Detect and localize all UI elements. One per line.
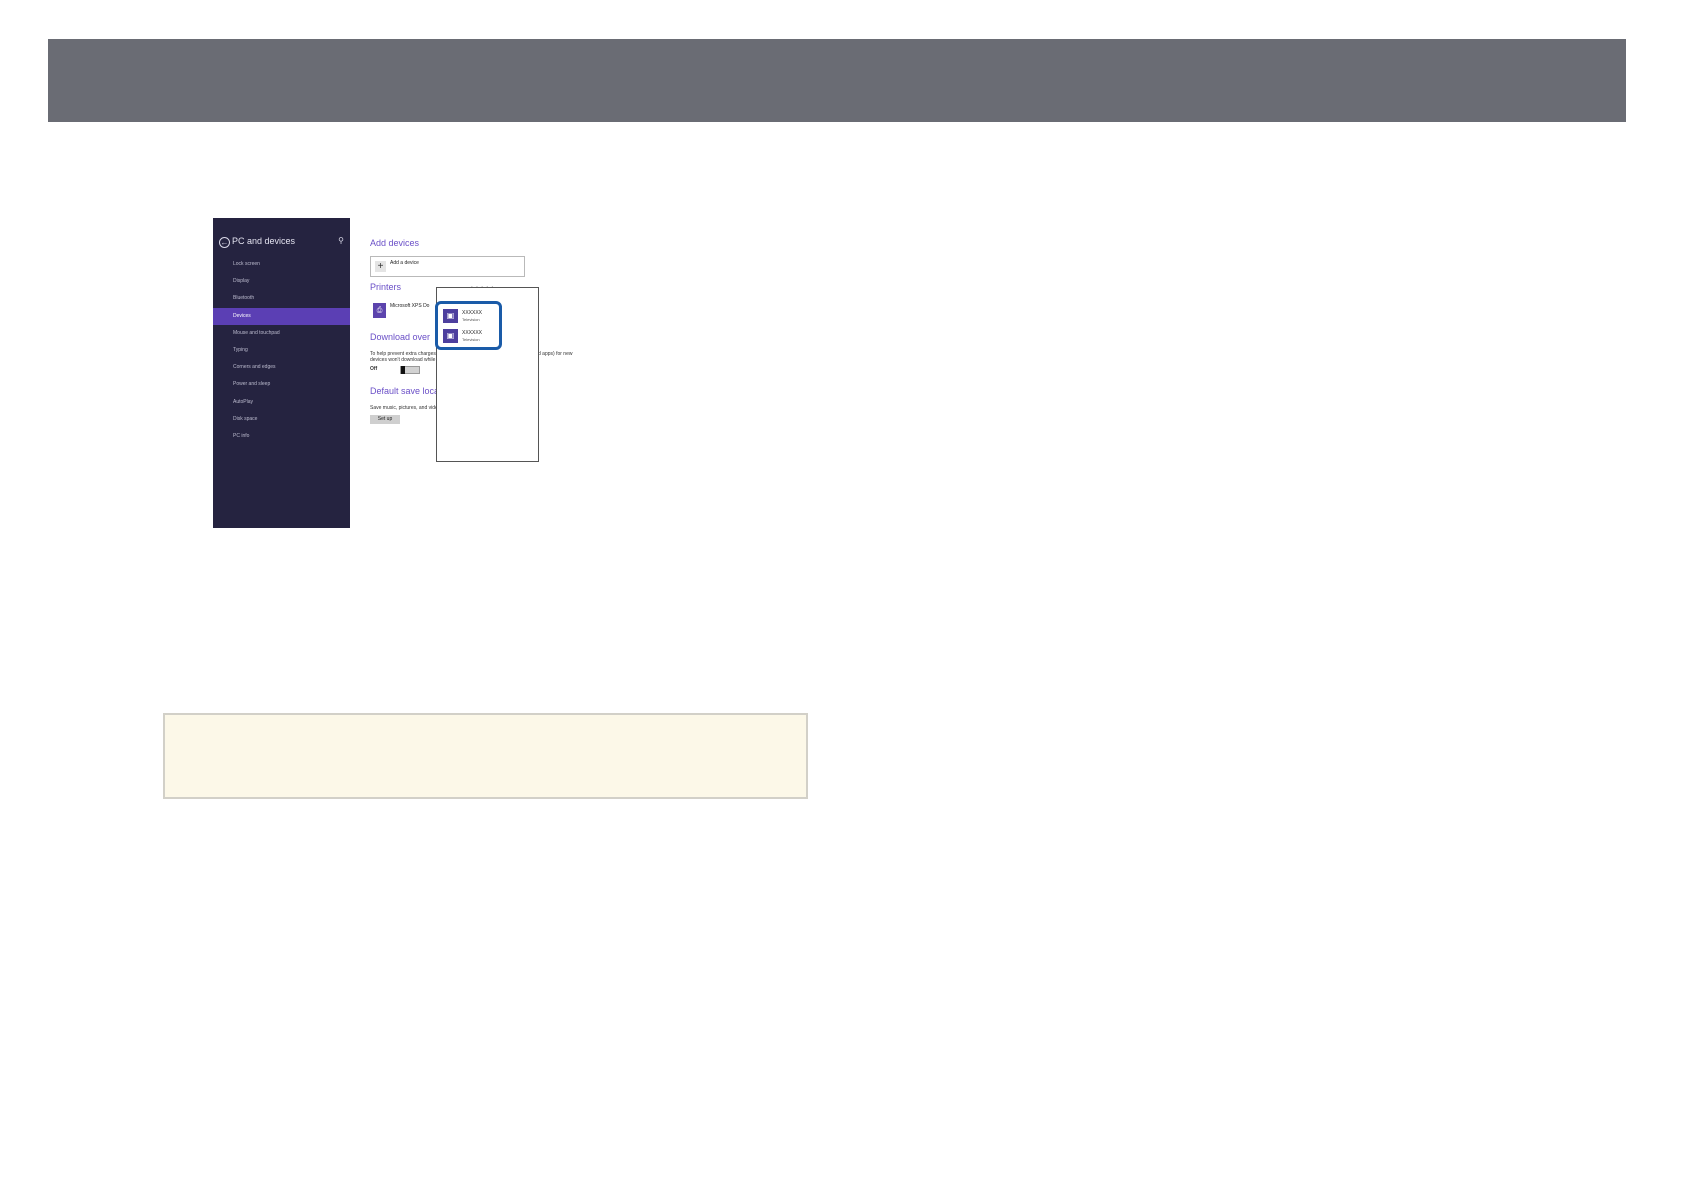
sidebar-title: PC and devices: [232, 236, 296, 246]
device-name: XXXXXX: [462, 330, 483, 336]
highlighted-device-group: ▣ XXXXXX Television ▣ XXXXXX Television: [435, 301, 502, 350]
download-description-line-1: To help prevent extra charges,: [370, 351, 438, 357]
device-type: Television: [462, 317, 480, 322]
sidebar-header: ← PC and devices ⚲: [219, 236, 344, 252]
sidebar-item-display[interactable]: Display: [233, 278, 250, 285]
monitor-icon: ▣: [443, 309, 458, 323]
note-box: [163, 713, 808, 799]
monitor-icon: ▣: [443, 329, 458, 343]
add-devices-title: Add devices: [370, 238, 420, 248]
printer-icon: ⎙: [373, 303, 386, 318]
device-item[interactable]: ▣ XXXXXX Television: [443, 328, 495, 346]
sidebar-item-disk-space[interactable]: Disk space: [233, 415, 258, 422]
printer-item-label[interactable]: Microsoft XPS Do: [390, 303, 430, 309]
sidebar-item-typing[interactable]: Typing: [233, 346, 248, 353]
download-description-right: d apps) for new: [538, 351, 573, 357]
setup-button[interactable]: Set up: [370, 415, 400, 424]
sidebar-item-pc-info[interactable]: PC info: [233, 432, 250, 439]
sidebar-item-autoplay[interactable]: AutoPlay: [233, 398, 254, 405]
search-icon[interactable]: ⚲: [338, 236, 344, 245]
download-over-title: Download over: [370, 332, 431, 342]
header-bar: [48, 39, 1626, 122]
default-save-location-title: Default save loca: [370, 386, 440, 396]
settings-sidebar: ← PC and devices ⚲ Lock screen Display B…: [213, 218, 350, 528]
sidebar-item-corners-and-edges[interactable]: Corners and edges: [233, 364, 276, 371]
device-name: XXXXXX: [462, 310, 483, 316]
popup-progress-dots: • • • • •: [471, 285, 495, 291]
add-device-label: Add a device: [390, 260, 419, 266]
device-item[interactable]: ▣ XXXXXX Television: [443, 308, 495, 326]
settings-content: Add devices + Add a device Printers ⎙ Mi…: [370, 218, 613, 528]
plus-icon: +: [375, 261, 386, 272]
save-location-description: Save music, pictures, and vide: [370, 405, 438, 411]
sidebar-menu: Lock screen Display Bluetooth Devices Mo…: [213, 256, 350, 445]
add-device-button[interactable]: + Add a device: [370, 256, 525, 277]
toggle-state-label: Off: [370, 366, 378, 372]
device-list-popup: • • • • • ▣ XXXXXX Television ▣ XXXXXX T…: [435, 285, 539, 462]
back-arrow-icon[interactable]: ←: [219, 237, 230, 248]
sidebar-item-bluetooth[interactable]: Bluetooth: [233, 295, 255, 302]
device-type: Television: [462, 337, 480, 342]
download-toggle[interactable]: [400, 366, 420, 374]
sidebar-item-mouse-and-touchpad[interactable]: Mouse and touchpad: [233, 329, 280, 336]
download-description-line-2: devices won't download while: [370, 357, 436, 363]
sidebar-item-devices[interactable]: Devices: [213, 307, 350, 325]
toggle-thumb: [401, 366, 405, 374]
windows-settings-screenshot: ← PC and devices ⚲ Lock screen Display B…: [213, 218, 613, 528]
sidebar-item-power-and-sleep[interactable]: Power and sleep: [233, 381, 271, 388]
sidebar-item-lock-screen[interactable]: Lock screen: [233, 261, 260, 267]
printers-title: Printers: [370, 282, 402, 292]
